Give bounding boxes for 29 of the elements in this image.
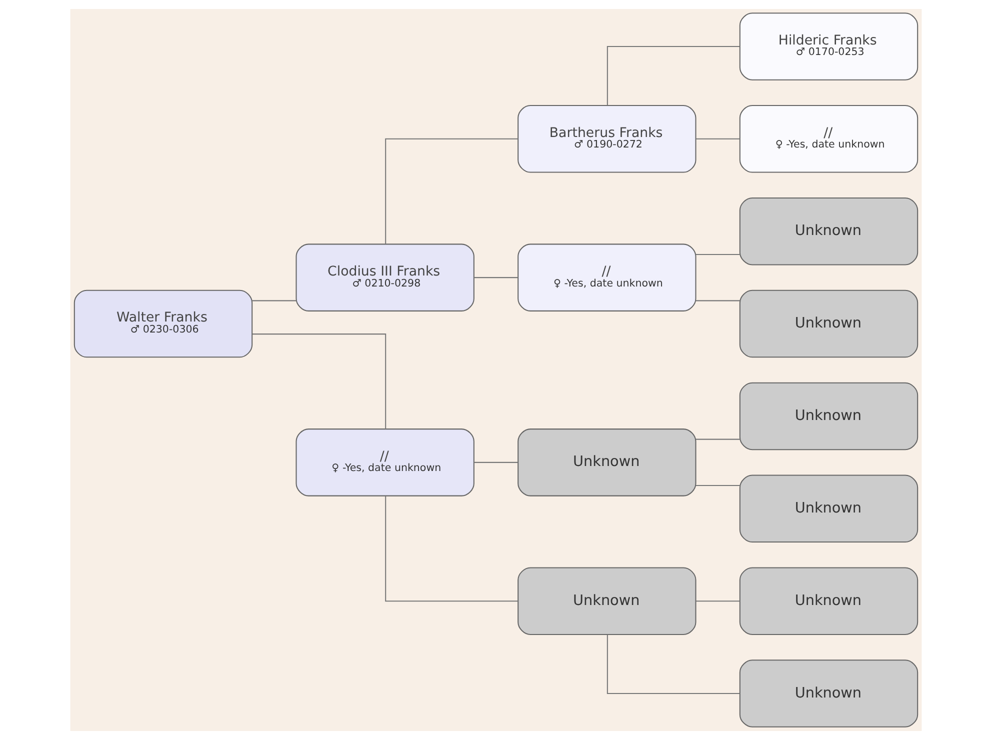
connector — [695, 253, 740, 254]
node-box: // ♀ -Yes, date unknown — [517, 243, 696, 311]
node-box: Unknown — [738, 289, 918, 358]
node-box: Unknown — [517, 566, 696, 634]
node-box: // ♀ -Yes, date unknown — [295, 428, 474, 496]
node-box: Hilderic Franks ♂ 0170-0253 — [738, 12, 918, 80]
node-box: Unknown — [517, 428, 696, 496]
connector — [695, 300, 740, 301]
node-box: Walter Franks ♂ 0230-0306 — [73, 289, 252, 358]
node-box: Bartherus Franks ♂ 0190-0272 — [517, 104, 696, 172]
node-box: Unknown — [738, 382, 918, 450]
connector — [384, 138, 518, 244]
connector — [695, 600, 740, 602]
connector — [252, 333, 386, 429]
connector — [695, 138, 740, 139]
node-box: Unknown — [738, 196, 918, 265]
connector — [606, 634, 740, 694]
node-box: Unknown — [738, 566, 918, 634]
node-box: Unknown — [738, 474, 918, 542]
connector — [695, 438, 740, 440]
connector — [252, 300, 296, 301]
node-box: // ♀ -Yes, date unknown — [738, 104, 918, 172]
connector — [384, 496, 518, 602]
connector — [695, 484, 740, 486]
connector — [474, 276, 518, 278]
node-box: Unknown — [738, 659, 918, 727]
connector — [474, 461, 518, 462]
connector — [606, 45, 740, 105]
node-box: Clodius III Franks ♂ 0210-0298 — [295, 243, 474, 311]
